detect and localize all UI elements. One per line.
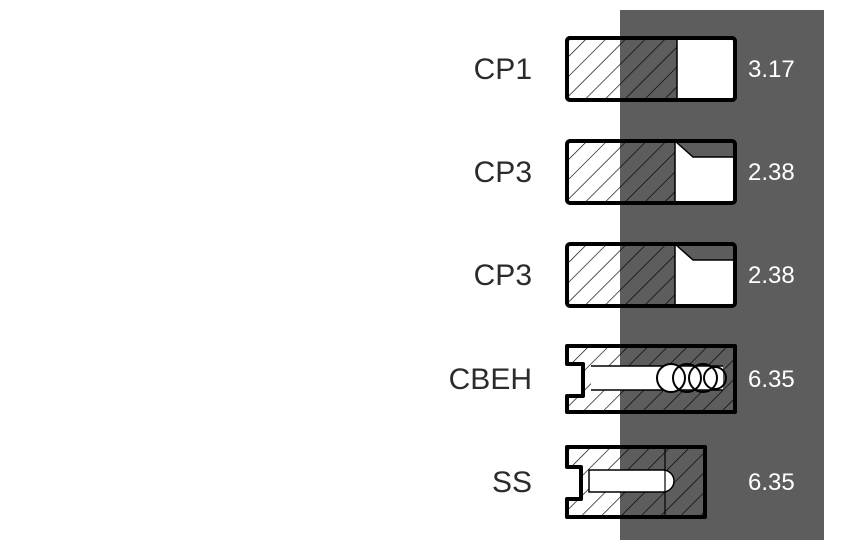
ring-label: CP1 bbox=[473, 53, 532, 86]
ring-profile-oil-slotted bbox=[565, 445, 707, 519]
ring-thickness-value: 3.17 bbox=[748, 56, 795, 83]
ring-label: CP3 bbox=[473, 259, 532, 292]
ring-thickness-value: 2.38 bbox=[748, 262, 795, 289]
ring-row-1: CP1 3.17 bbox=[0, 30, 850, 110]
ring-row-4: CBEH 6.35 bbox=[0, 340, 850, 420]
ring-row-5: SS 6.35 bbox=[0, 443, 850, 523]
ring-label: CP3 bbox=[473, 156, 532, 189]
ring-label: SS bbox=[491, 466, 532, 499]
ring-profile-taper bbox=[565, 242, 737, 308]
ring-profile-oil-expander bbox=[565, 344, 737, 414]
ring-thickness-value: 6.35 bbox=[748, 469, 795, 496]
ring-label: CBEH bbox=[448, 363, 532, 396]
ring-thickness-value: 6.35 bbox=[748, 366, 795, 393]
ring-row-2: CP3 2.38 bbox=[0, 133, 850, 213]
ring-profile-solid bbox=[565, 36, 737, 102]
ring-thickness-value: 2.38 bbox=[748, 159, 795, 186]
ring-profile-taper bbox=[565, 139, 737, 205]
ring-row-3: CP3 2.38 bbox=[0, 236, 850, 316]
